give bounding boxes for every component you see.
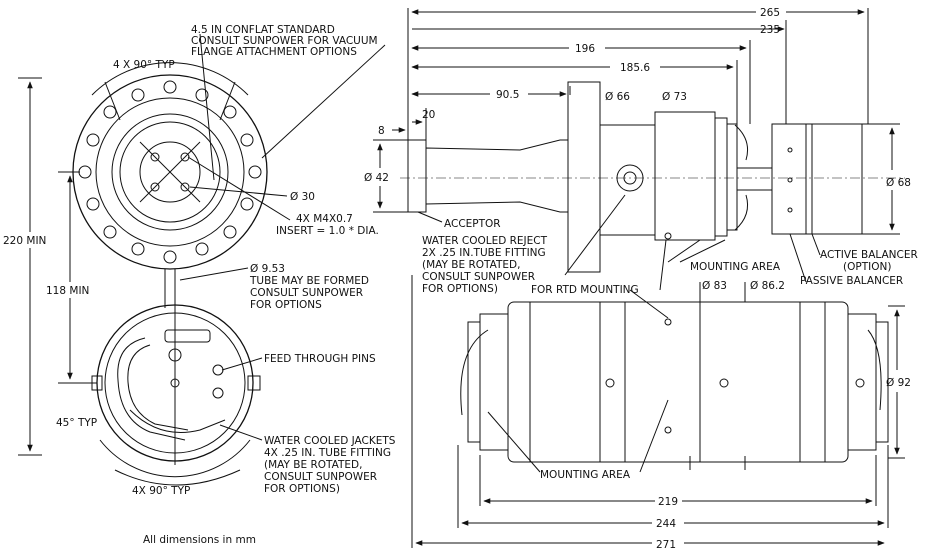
passive-balancer-label: PASSIVE BALANCER [800, 275, 903, 287]
dim-dia-73: Ø 73 [662, 91, 687, 103]
rtd-mounting-label: FOR RTD MOUNTING [531, 284, 639, 296]
active-balancer-line1: ACTIVE BALANCER [820, 249, 918, 261]
reject-note-line2: 2X .25 IN.TUBE FITTING [422, 247, 546, 259]
dim-235: 235 [760, 24, 780, 36]
dim-90-5: 90.5 [496, 89, 519, 101]
jackets-note-line1: WATER COOLED JACKETS [264, 435, 396, 447]
dim-220-min: 220 MIN [3, 235, 46, 247]
angle-4x90-label: 4X 90° TYP [132, 485, 190, 497]
left-vertical-dims [18, 77, 97, 456]
dim-244: 244 [656, 518, 676, 530]
jackets-note-line4: CONSULT SUNPOWER [264, 471, 377, 483]
dim-dia-92: Ø 92 [886, 377, 911, 389]
rear-end-view [91, 304, 263, 486]
tube-note-line3: CONSULT SUNPOWER [250, 287, 363, 299]
reject-note-line3: (MAY BE ROTATED, [422, 259, 520, 271]
dim-dia-68: Ø 68 [886, 177, 911, 189]
reject-note-line1: WATER COOLED REJECT [422, 235, 548, 247]
jackets-note-line5: FOR OPTIONS) [264, 483, 340, 495]
acceptor-label: ACCEPTOR [444, 218, 501, 230]
active-balancer-line2: (OPTION) [843, 261, 891, 273]
annotation-text: 4.5 IN CONFLAT STANDARD CONSULT SUNPOWER… [3, 7, 918, 551]
feed-through-pins-label: FEED THROUGH PINS [264, 353, 376, 365]
dim-219: 219 [658, 496, 678, 508]
dia-30-label: Ø 30 [290, 191, 315, 203]
flange-end-view [72, 33, 386, 308]
angle-45-label: 45° TYP [56, 417, 97, 429]
dim-dia-42: Ø 42 [364, 172, 389, 184]
reject-note-line5: FOR OPTIONS) [422, 283, 498, 295]
tube-note-line4: FOR OPTIONS [250, 299, 322, 311]
reject-note-line4: CONSULT SUNPOWER [422, 271, 535, 283]
dim-8: 8 [378, 125, 385, 137]
footer-note: All dimensions in mm [143, 534, 256, 546]
dim-118-min: 118 MIN [46, 285, 89, 297]
dim-dia-66: Ø 66 [605, 91, 630, 103]
side-view [400, 81, 905, 291]
flange-note-line2: CONSULT SUNPOWER FOR VACUUM [191, 35, 378, 47]
m4-insert-line2: INSERT = 1.0 * DIA. [276, 225, 379, 237]
jackets-note-line2: 4X .25 IN. TUBE FITTING [264, 447, 391, 459]
bolt-pattern-label: 4 X 90° TYP [113, 59, 175, 71]
dim-20: 20 [422, 109, 435, 121]
dim-185-6: 185.6 [620, 62, 650, 74]
flange-bolt-holes [78, 80, 262, 264]
bottom-view [411, 275, 905, 548]
mounting-area-bottom-label: MOUNTING AREA [540, 469, 631, 481]
dim-196: 196 [575, 43, 595, 55]
flange-note-line3: FLANGE ATTACHMENT OPTIONS [191, 46, 357, 58]
jackets-note-line3: (MAY BE ROTATED, [264, 459, 362, 471]
dim-dia-83: Ø 83 [702, 280, 727, 292]
dim-dia-86-2: Ø 86.2 [750, 280, 785, 292]
dim-271: 271 [656, 539, 676, 551]
m4-insert-line1: 4X M4X0.7 [296, 213, 353, 225]
tube-note-line2: TUBE MAY BE FORMED [249, 275, 369, 287]
mounting-area-top-label: MOUNTING AREA [690, 261, 781, 273]
m4-inserts [150, 152, 190, 192]
flange-note-line1: 4.5 IN CONFLAT STANDARD [191, 24, 335, 36]
top-dimension-lines [373, 8, 900, 235]
dim-265: 265 [760, 7, 780, 19]
tube-note-line1: Ø 9.53 [250, 263, 285, 275]
